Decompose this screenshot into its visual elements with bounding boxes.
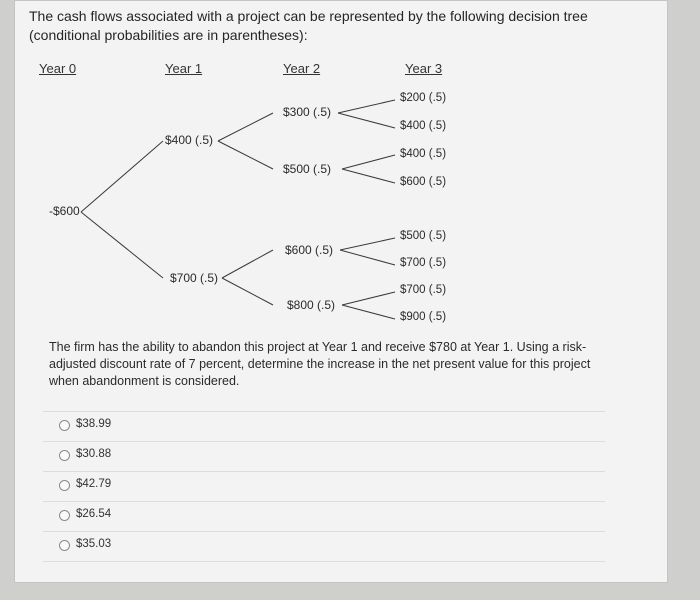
header-year1: Year 1 (165, 61, 203, 76)
answer-option[interactable]: $42.79 (43, 471, 605, 501)
answer-list: $38.99 $30.88 $42.79 $26.54 $35.03 (43, 411, 605, 562)
question-intro: The cash flows associated with a project… (29, 7, 629, 45)
node-year3-3: $400 (.5) (400, 148, 447, 160)
question-card: The cash flows associated with a project… (14, 0, 668, 583)
radio-icon[interactable] (59, 450, 70, 461)
node-year3-2: $400 (.5) (400, 120, 447, 132)
node-year2-3: $600 (.5) (285, 243, 334, 257)
node-year2-4: $800 (.5) (287, 298, 336, 312)
answer-label: $42.79 (76, 478, 112, 490)
node-year3-6: $700 (.5) (400, 257, 447, 269)
header-year0: Year 0 (39, 61, 77, 76)
node-year1-up: $400 (.5) (165, 133, 214, 147)
node-year3-1: $200 (.5) (400, 92, 447, 104)
answer-label: $26.54 (76, 508, 112, 520)
node-year3-7: $700 (.5) (400, 284, 447, 296)
answer-option[interactable]: $35.03 (43, 531, 605, 562)
header-year2: Year 2 (283, 61, 321, 76)
node-year2-2: $500 (.5) (283, 162, 332, 176)
answer-label: $35.03 (76, 538, 112, 550)
intro-line-1: The cash flows associated with a project… (29, 8, 588, 24)
radio-icon[interactable] (59, 420, 70, 431)
intro-line-2: (conditional probabilities are in parent… (29, 27, 308, 43)
decision-tree-lines (80, 99, 396, 320)
answer-label: $30.88 (76, 448, 112, 460)
radio-icon[interactable] (59, 480, 70, 491)
node-year0: -$600 (49, 204, 80, 218)
answer-label: $38.99 (76, 418, 112, 430)
question-text: The firm has the ability to abandon this… (49, 340, 591, 388)
node-year3-8: $900 (.5) (400, 311, 447, 323)
node-year3-4: $600 (.5) (400, 176, 447, 188)
radio-icon[interactable] (59, 540, 70, 551)
radio-icon[interactable] (59, 510, 70, 521)
header-year3: Year 3 (405, 61, 443, 76)
answer-option[interactable]: $38.99 (43, 411, 605, 441)
answer-option[interactable]: $26.54 (43, 501, 605, 531)
node-year1-down: $700 (.5) (170, 271, 219, 285)
node-year3-5: $500 (.5) (400, 230, 447, 242)
node-year2-1: $300 (.5) (283, 105, 332, 119)
answer-option[interactable]: $30.88 (43, 441, 605, 471)
